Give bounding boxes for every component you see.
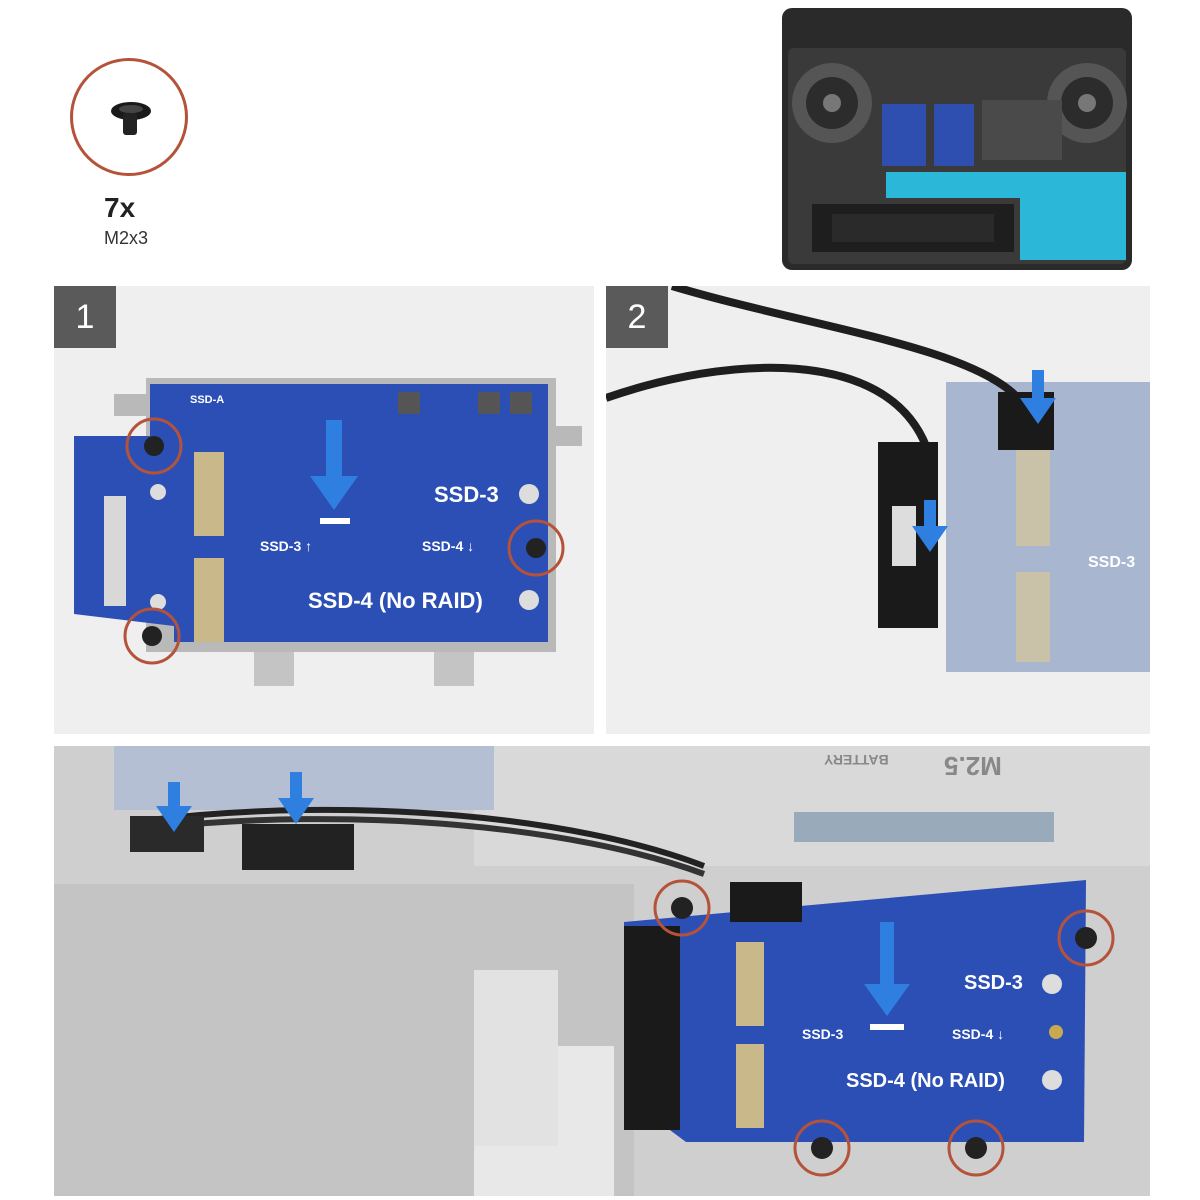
step-3-ssd4-small-label: SSD-4 ↓ [952,1026,1005,1042]
laptop-overview-image [782,8,1132,270]
step-3-ssd3-small-label: SSD-3 [802,1026,844,1042]
step-1-ssd3-large-label: SSD-3 [434,482,499,507]
step-3-m25-label: M2.5 [944,751,1002,781]
step-3-panel: 3 [54,746,1150,1196]
step-2-badge: 2 [606,286,668,348]
step-2-ssd3-large-label: SSD-3 [1088,554,1136,571]
step-3-ssd3-large-label: SSD-3 [964,972,1023,994]
step-1-ssd-a-label: SSD-A [190,394,225,406]
step-1-ssd4-large-label: SSD-4 (No RAID) [308,588,483,613]
step-3-ssd4-large-label: SSD-4 (No RAID) [846,1070,1005,1092]
step-2-panel: 2 SSD-3 [606,286,1150,734]
step-1-panel: 1 SSD-A SSD-3 SSD-3 ↑ SSD-4 ↓ [54,286,594,734]
ssd-adapter-board [74,378,582,686]
screw-icon [111,102,151,135]
step-1-badge: 1 [54,286,116,348]
step-1-ssd4-small-label: SSD-4 ↓ [422,538,475,554]
screw-count: 7x [104,192,136,223]
step-3-battery-label: BATTERY [824,752,889,768]
cable-connection-diagram [606,286,1150,672]
screw-size: M2x3 [104,228,149,248]
step-1-ssd3-small-label: SSD-3 ↑ [260,538,313,554]
screw-callout-circle [70,58,188,176]
laptop-installation-diagram [54,746,1150,1196]
